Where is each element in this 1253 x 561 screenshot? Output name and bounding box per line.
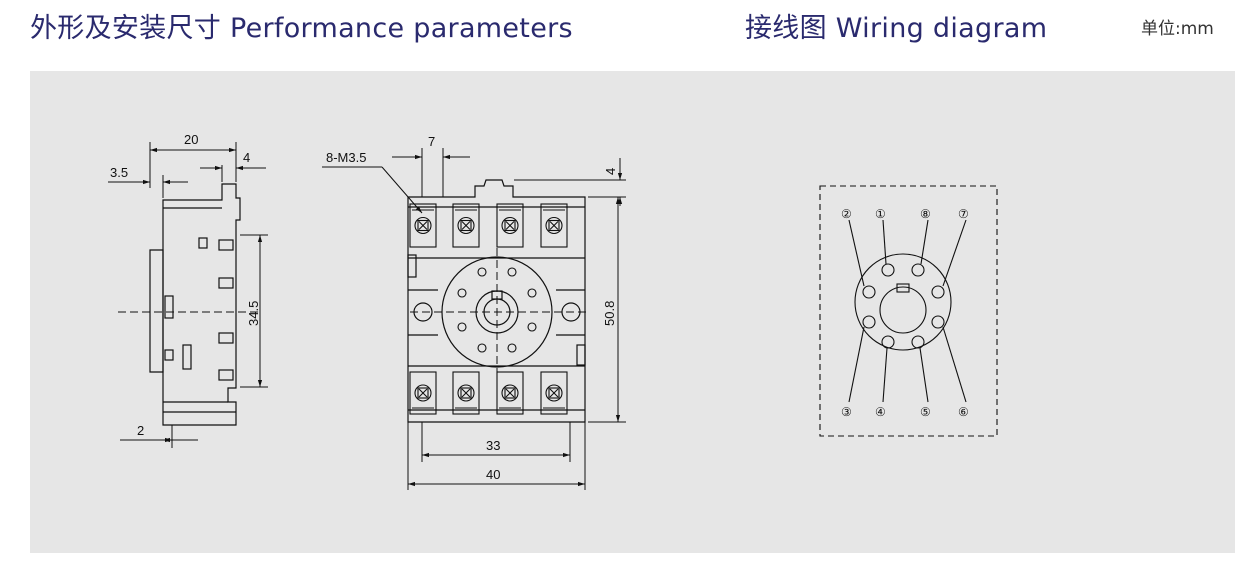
- screw-slot-icon: [417, 219, 429, 232]
- screw-cross-icon: [505, 221, 515, 230]
- screw-icon: [414, 384, 432, 402]
- terminal-block: [496, 203, 524, 248]
- front-screw-label: 8-M3.5: [326, 150, 366, 165]
- pin-label-7: ⑦: [958, 207, 969, 221]
- screw-cross-icon: [461, 221, 471, 230]
- screw-icon: [501, 384, 519, 402]
- screw-icon: [457, 384, 475, 402]
- unit-label: 单位:mm: [1141, 19, 1214, 39]
- terminal-block: [540, 371, 568, 415]
- screw-slot-icon: [460, 219, 472, 232]
- side-dim-width: 20: [184, 132, 198, 147]
- screw-icon: [545, 216, 563, 235]
- side-dim-height: 34.5: [246, 301, 261, 326]
- terminal-block: [409, 203, 437, 248]
- front-view: [407, 179, 588, 423]
- screw-cross-icon: [461, 388, 471, 398]
- screw-slot-icon: [460, 387, 472, 399]
- pin-label-3: ③: [841, 405, 852, 419]
- front-dim-inner-width: 33: [486, 438, 500, 453]
- front-dim-top: 4: [603, 168, 618, 175]
- wiring-pin-holes: [862, 263, 945, 349]
- pin-label-6: ⑥: [958, 405, 969, 419]
- screw-slot-icon: [417, 387, 429, 399]
- terminal-block: [452, 371, 480, 415]
- pin-label-2: ②: [841, 207, 852, 221]
- screw-cross-icon: [549, 221, 559, 230]
- screw-icon: [545, 384, 563, 402]
- wiring-leads: [848, 219, 967, 403]
- screw-slot-icon: [548, 219, 560, 232]
- pin-label-5: ⑤: [920, 405, 931, 419]
- front-view-body: [407, 179, 588, 423]
- terminal-block: [540, 203, 568, 248]
- front-dim-outer-width: 40: [486, 467, 500, 482]
- screw-icon: [501, 216, 519, 235]
- pin-label-4: ④: [875, 405, 886, 419]
- screw-icon: [414, 216, 432, 235]
- side-dim-left: 3.5: [110, 165, 128, 180]
- screw-slot-icon: [504, 219, 516, 232]
- screw-cross-icon: [505, 388, 515, 398]
- pin-label-8: ⑧: [920, 207, 931, 221]
- dimensions-title: 外形及安装尺寸 Performance parameters: [30, 13, 573, 44]
- side-view-body: [149, 183, 241, 426]
- terminal-block: [409, 371, 437, 415]
- wiring-diagram: [819, 185, 998, 437]
- side-dim-right: 4: [243, 150, 250, 165]
- side-dim-bottom: 2: [137, 423, 144, 438]
- front-dim-pitch: 7: [428, 134, 435, 149]
- screw-cross-icon: [549, 388, 559, 398]
- wiring-pin-labels: ② ① ⑧ ⑦ ③ ④ ⑤ ⑥: [841, 207, 969, 419]
- pin-label-1: ①: [875, 207, 886, 221]
- screw-slot-icon: [504, 387, 516, 399]
- screw-cross-icon: [418, 221, 428, 230]
- wiring-title: 接线图 Wiring diagram: [745, 13, 1048, 44]
- side-view: [108, 142, 268, 448]
- screw-slot-icon: [548, 387, 560, 399]
- screw-icon: [457, 216, 475, 235]
- terminal-block: [496, 371, 524, 415]
- screw-cross-icon: [418, 388, 428, 398]
- front-dim-height: 50.8: [602, 301, 617, 326]
- terminal-block: [452, 203, 480, 248]
- front-pin-holes: [457, 267, 537, 353]
